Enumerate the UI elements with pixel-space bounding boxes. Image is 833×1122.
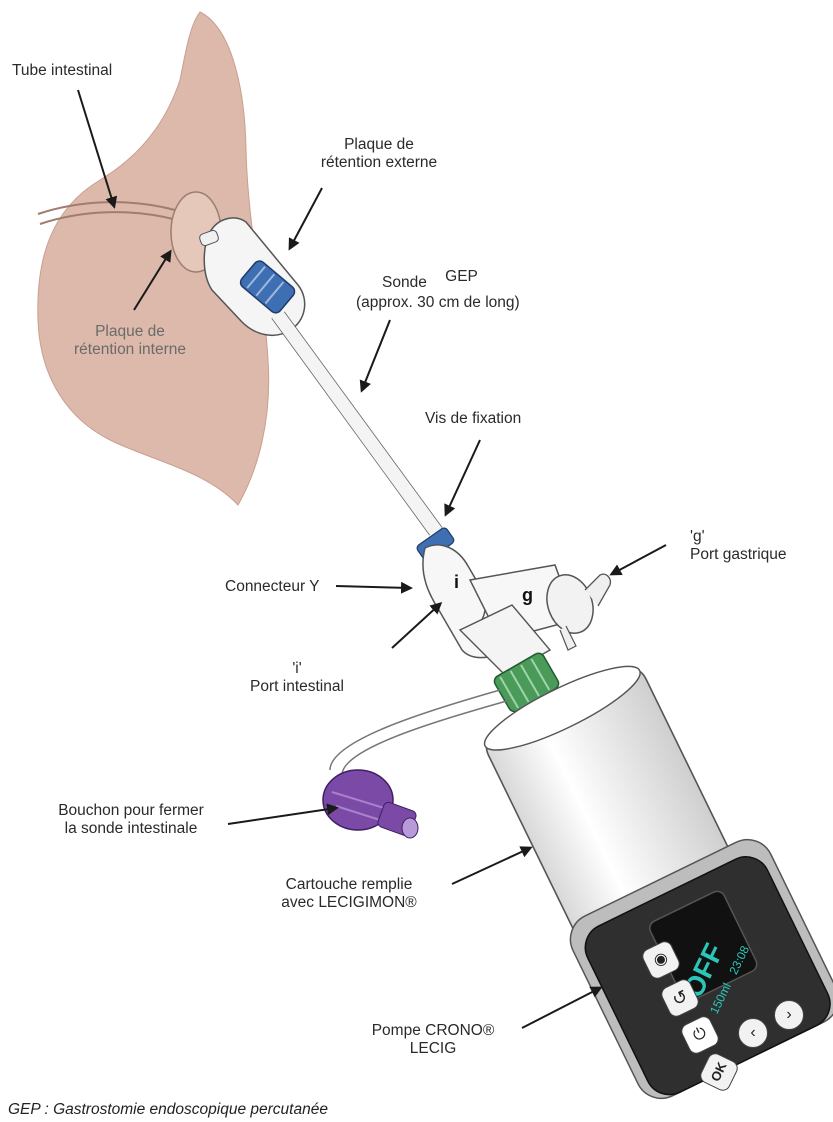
arrow-plaque-interne: [134, 252, 170, 310]
label-sonde-gep: GEP: [445, 268, 478, 285]
arrow-port-intestinal: [392, 604, 440, 648]
label-vis-fixation: Vis de fixation: [425, 410, 521, 428]
arrow-cartouche: [452, 848, 530, 884]
label-sonde-word: Sonde: [382, 274, 427, 291]
label-port-intestinal-line2: Port intestinal: [232, 678, 362, 696]
label-plaque-interne-line1: Plaque de: [60, 323, 200, 341]
label-cartouche-line1: Cartouche remplie: [254, 876, 444, 894]
label-pompe-line1: Pompe CRONO®: [358, 1022, 508, 1040]
arrow-port-gastrique: [612, 545, 666, 574]
label-plaque-externe-line1: Plaque de: [304, 136, 454, 154]
label-cartouche: Cartouche remplie avec LECIGIMON®: [254, 876, 444, 912]
label-sonde: Sonde GEP: [382, 274, 478, 292]
label-bouchon-line1: Bouchon pour fermer: [36, 802, 226, 820]
arrow-pompe: [522, 988, 600, 1028]
label-plaque-externe-line2: rétention externe: [304, 154, 454, 172]
label-port-gastrique: 'g' Port gastrique: [690, 528, 787, 564]
label-tube-intestinal: Tube intestinal: [12, 62, 112, 80]
label-pompe: Pompe CRONO® LECIG: [358, 1022, 508, 1058]
label-bouchon-line2: la sonde intestinale: [36, 820, 226, 838]
label-port-gastrique-line1: 'g': [690, 528, 787, 546]
label-pompe-line2: LECIG: [358, 1040, 508, 1058]
label-sonde-length: (approx. 30 cm de long): [356, 294, 520, 312]
label-plaque-interne-line2: rétention interne: [60, 341, 200, 359]
label-plaque-externe: Plaque de rétention externe: [304, 136, 454, 172]
label-port-gastrique-line2: Port gastrique: [690, 546, 787, 564]
arrow-plaque-externe: [290, 188, 322, 248]
arrow-vis-fixation: [446, 440, 480, 514]
arrow-bouchon: [228, 808, 336, 824]
arrow-sonde: [362, 320, 390, 390]
label-connecteur-y: Connecteur Y: [225, 578, 320, 596]
arrow-tube-intestinal: [78, 90, 114, 206]
label-cartouche-line2: avec LECIGIMON®: [254, 894, 444, 912]
label-plaque-interne: Plaque de rétention interne: [60, 323, 200, 359]
arrow-connecteur-y: [336, 586, 410, 588]
label-bouchon: Bouchon pour fermer la sonde intestinale: [36, 802, 226, 838]
footnote: GEP : Gastrostomie endoscopique percutan…: [8, 1101, 328, 1119]
label-port-intestinal: 'i' Port intestinal: [232, 660, 362, 696]
label-port-intestinal-line1: 'i': [232, 660, 362, 678]
